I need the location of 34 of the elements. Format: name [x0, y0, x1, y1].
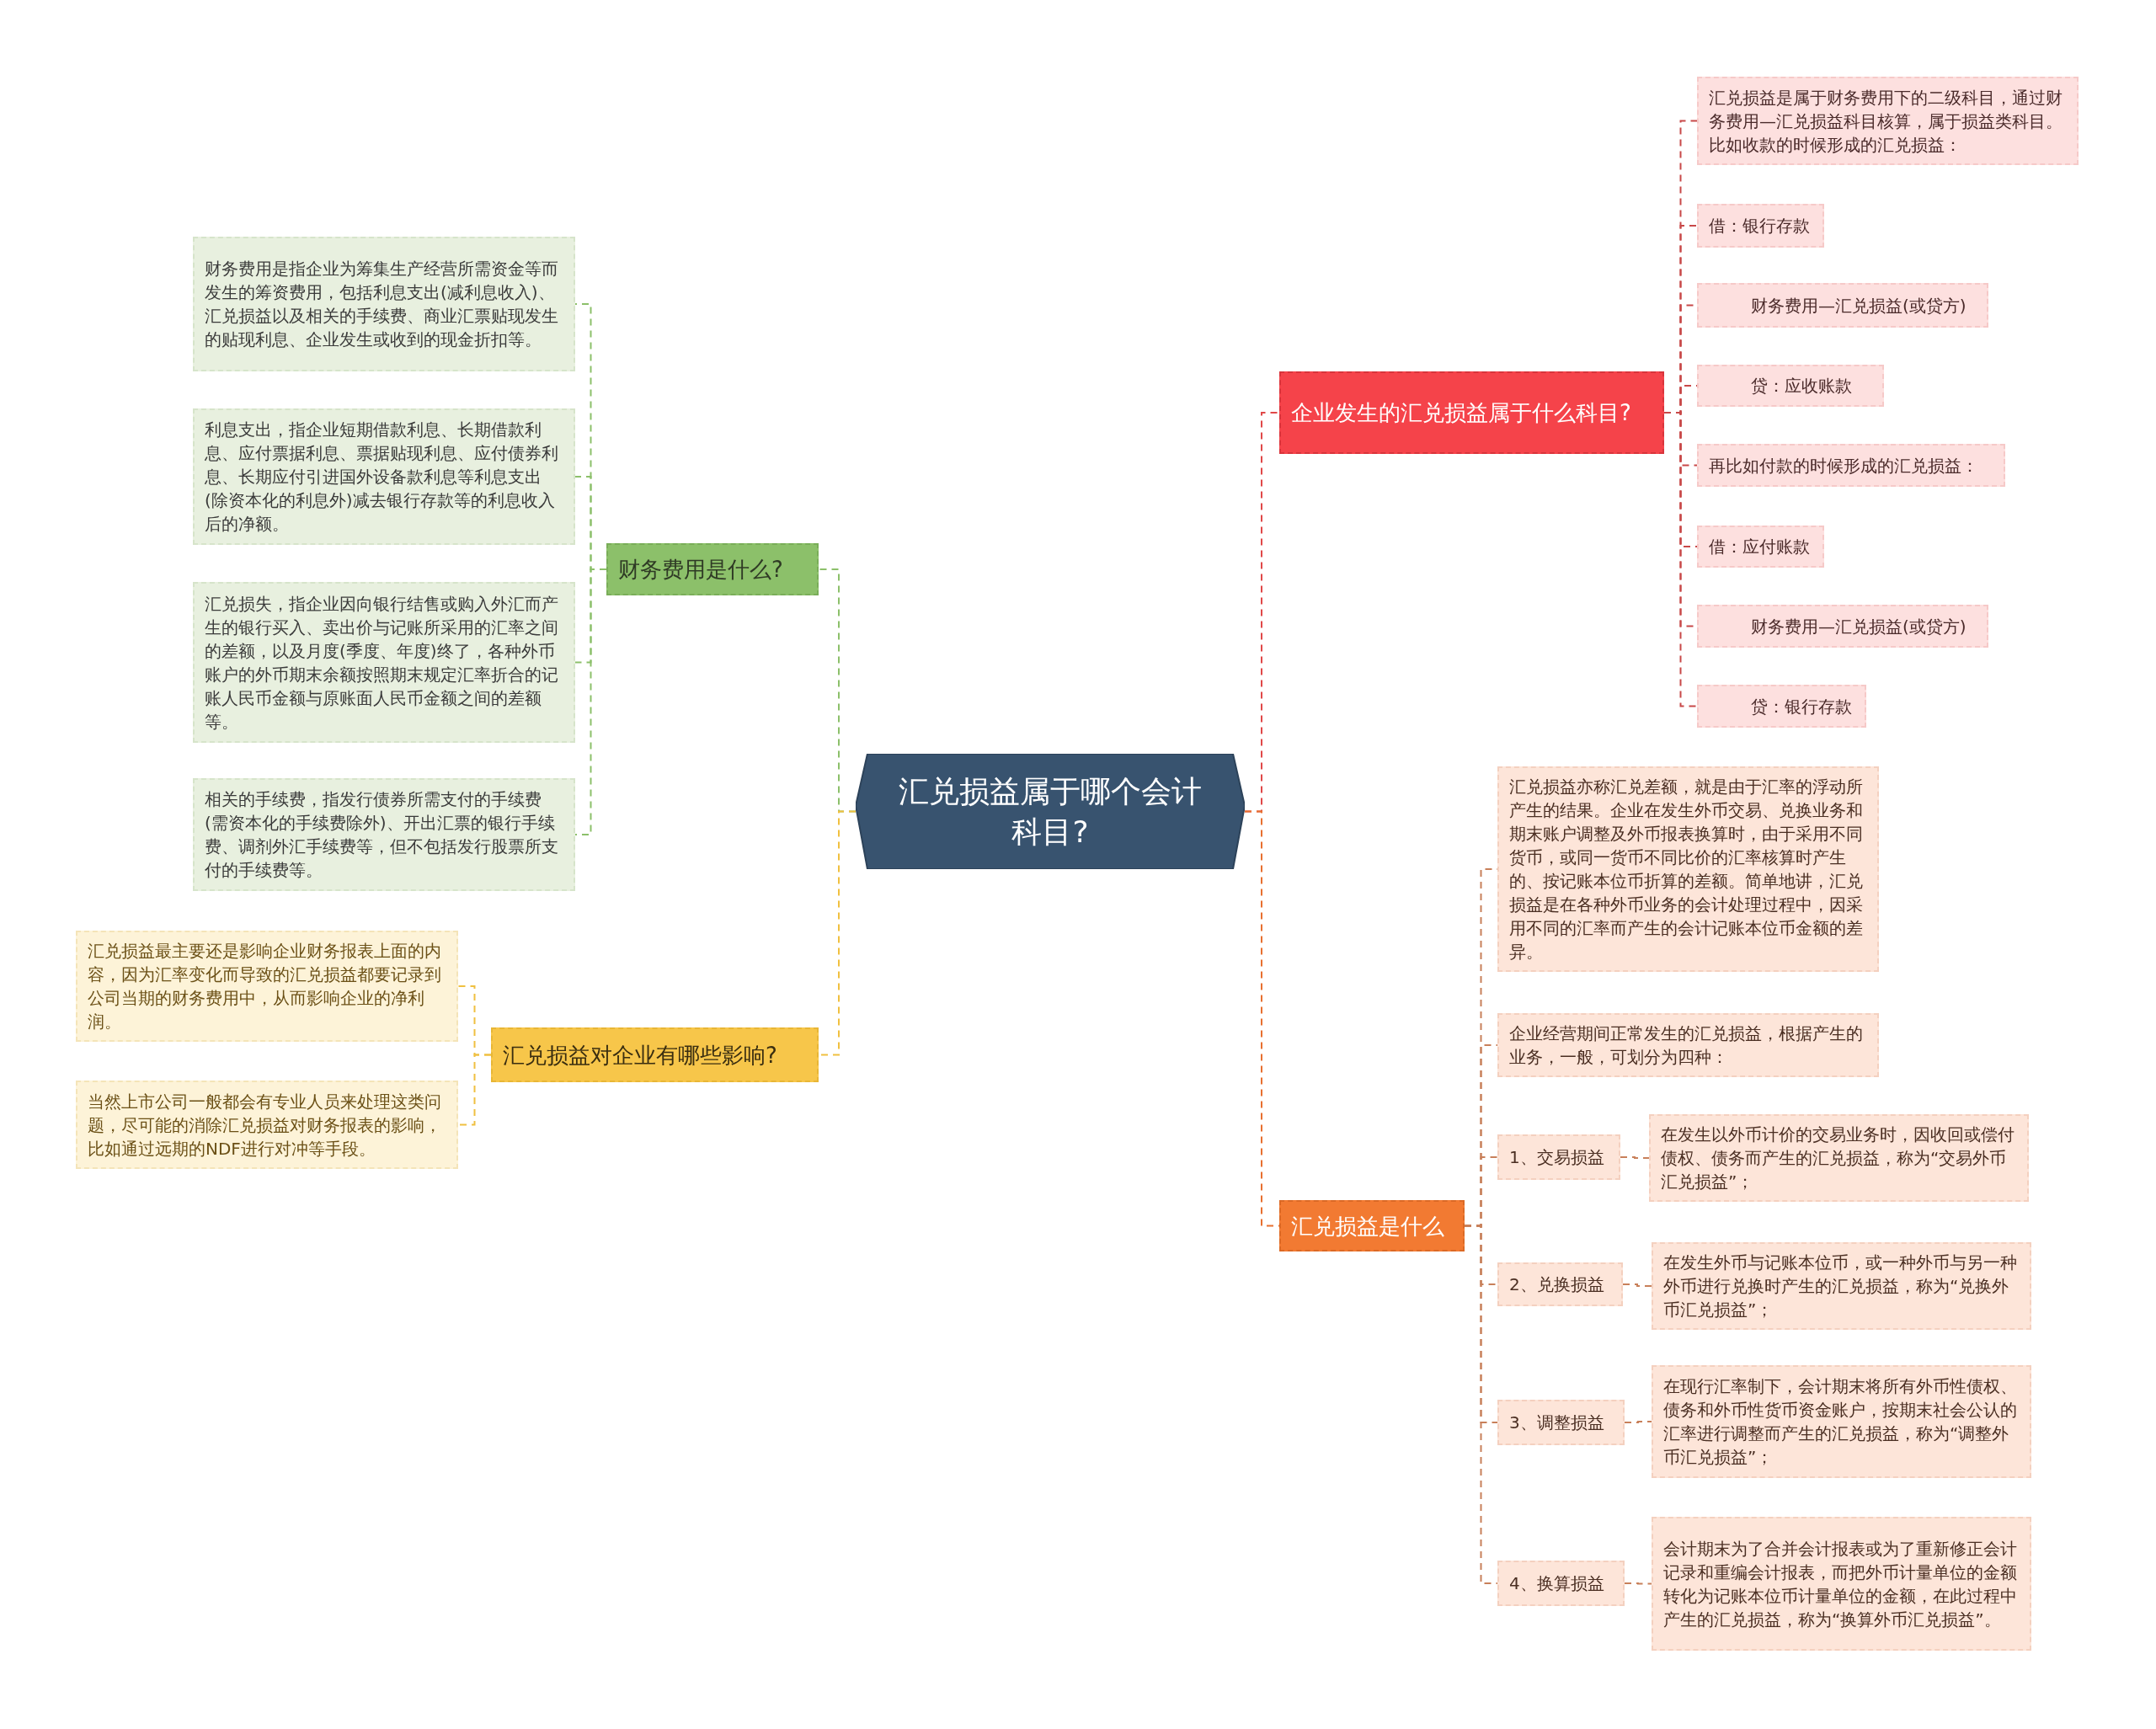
topic-box: 企业发生的汇兑损益属于什么科目?: [1279, 371, 1664, 454]
text-box: 汇兑损益是属于财务费用下的二级科目，通过财务费用—汇兑损益科目核算，属于损益类科目。比如收款的时候形成的汇兑损益：: [1697, 77, 2079, 165]
topic-box: 财务费用是什么?: [606, 543, 819, 595]
connector-line: [457, 1054, 492, 1126]
text-box: 在发生外币与记账本位币，或一种外币与另一种外币进行兑换时产生的汇兑损益，称为“兑换外币汇兑损益”；: [1652, 1242, 2031, 1330]
text-box: 会计期末为了合并会计报表或为了重新修正会计记录和重编会计报表，而把外币计量单位的金额转化为记账本位币计量单位的金额，在此过程中产生的汇兑损益，称为“换算外币汇兑损益”。: [1652, 1517, 2031, 1651]
text-box: 借：银行存款: [1697, 204, 1824, 248]
text-box: 2、兑换损益: [1497, 1262, 1623, 1306]
text-box: 贷：银行存款: [1697, 685, 1866, 728]
text-box: 4、换算损益: [1497, 1561, 1625, 1606]
text-box: 在发生以外币计价的交易业务时，因收回或偿付债权、债务而产生的汇兑损益，称为“交易外币汇兑损益”；: [1649, 1114, 2029, 1202]
text-box: 3、调整损益: [1497, 1400, 1625, 1445]
text-box: 在现行汇率制下，会计期末将所有外币性债权、债务和外币性货币资金账户，按期末社会公认的汇率进行调整而产生的汇兑损益，称为“调整外币汇兑损益”；: [1652, 1365, 2031, 1478]
central-topic-hexagon: 汇兑损益属于哪个会计科目?: [856, 754, 1245, 869]
text-box: 利息支出，指企业短期借款利息、长期借款利息、应付票据利息、票据贴现利息、应付债券利息、长期应付引进国外设备款利息等利息支出(除资本化的利息外)减去银行存款等的利息收入后的净额。: [193, 408, 575, 545]
connector-line: [1620, 1156, 1650, 1159]
text-box: 汇兑损益最主要还是影响企业财务报表上面的内容，因为汇率变化而导致的汇兑损益都要记录到公司当期的财务费用中，从而影响企业的净利润。: [76, 931, 458, 1042]
topic-box: 汇兑损益对企业有哪些影响?: [491, 1027, 819, 1082]
text-box: 相关的手续费，指发行债券所需支付的手续费(需资本化的手续费除外)、开出汇票的银行手续费、调剂外汇手续费等，但不包括发行股票所支付的手续费等。: [193, 778, 575, 891]
text-box: 汇兑损益亦称汇兑差额，就是由于汇率的浮动所产生的结果。企业在发生外币交易、兑换业务和期末账户调整及外币报表换算时，由于采用不同货币，或同一货币不同比价的汇率核算时产生的、按记账本位币折算的差额。简单地讲，汇兑损益是在各种外币业务的会计处理过程中，因采用不同的汇率而产生的会计记账本位币金额的差异。: [1497, 766, 1879, 972]
connector-line: [1624, 1421, 1652, 1423]
text-box: 汇兑损失，指企业因向银行结售或购入外汇而产生的银行买入、卖出价与记账所采用的汇率之间的差额，以及月度(季度、年度)终了，各种外币账户的外币期末余额按照期末规定汇率折合的记账人民币金额与原账面人民币金额之间的差额等。: [193, 582, 575, 743]
text-box: 1、交易损益: [1497, 1134, 1620, 1180]
topic-box: 汇兑损益是什么: [1279, 1200, 1465, 1251]
text-box: 贷：应收账款: [1697, 365, 1884, 407]
text-box: 再比如付款的时候形成的汇兑损益：: [1697, 444, 2005, 487]
text-box: 财务费用是指企业为筹集生产经营所需资金等而发生的筹资费用，包括利息支出(减利息收入)、汇兑损益以及相关的手续费、商业汇票贴现发生的贴现利息、企业发生或收到的现金折扣等。: [193, 237, 575, 371]
connector-line: [1624, 1582, 1652, 1585]
text-box: 财务费用—汇兑损益(或贷方): [1697, 283, 1988, 328]
text-box: 当然上市公司一般都会有专业人员来处理这类问题，尽可能的消除汇兑损益对财务报表的影响，比如通过远期的NDF进行对冲等手段。: [76, 1081, 458, 1169]
text-box: 财务费用—汇兑损益(或贷方): [1697, 605, 1988, 648]
text-box: 借：应付账款: [1697, 526, 1824, 568]
connector-line: [1622, 1283, 1652, 1287]
text-box: 企业经营期间正常发生的汇兑损益，根据产生的业务，一般，可划分为四种：: [1497, 1013, 1879, 1077]
